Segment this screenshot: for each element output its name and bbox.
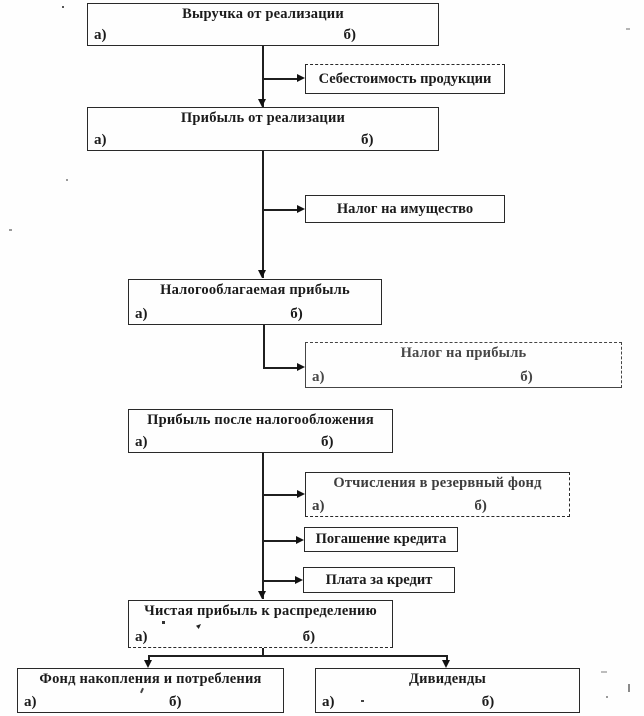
- label-b: б): [302, 629, 316, 645]
- box-title: Чистая прибыль к распределению: [144, 603, 377, 619]
- label-b: б): [320, 434, 334, 450]
- scan-speck: [62, 6, 64, 8]
- scan-speck: [626, 28, 630, 30]
- scan-speck: [606, 696, 608, 698]
- label-b: б): [290, 306, 303, 322]
- box-loan-interest-payment: Плата за кредит: [303, 567, 455, 593]
- scan-speck: [196, 624, 201, 629]
- arrowhead-right-icon: [296, 535, 304, 544]
- connector-line: [262, 46, 264, 107]
- label-a: а): [94, 132, 107, 148]
- label-a: а): [135, 629, 148, 645]
- box-title: Налог на прибыль: [400, 345, 527, 361]
- label-b: б): [343, 27, 357, 43]
- connector-line: [262, 648, 264, 656]
- scan-speck: [162, 621, 165, 624]
- connector-line: [263, 78, 298, 80]
- box-profit-after-taxation: Прибыль после налогообложения а) б): [128, 409, 393, 453]
- label-b: б): [481, 694, 495, 710]
- label-a: а): [135, 306, 148, 322]
- connector-line: [262, 453, 264, 599]
- label-a: а): [312, 498, 325, 514]
- box-dividends: Дивиденды а) б): [315, 668, 580, 713]
- box-accumulation-consumption-fund: Фонд накопления и потребления а) б): [17, 668, 284, 713]
- connector-line: [263, 209, 298, 211]
- connector-line: [264, 367, 298, 369]
- box-taxable-profit: Налогооблагаемая прибыль а) б): [128, 279, 382, 325]
- box-reserve-fund-contributions: Отчисления в резервный фонд а) б): [305, 472, 570, 517]
- connector-line: [446, 655, 448, 661]
- arrowhead-right-icon: [297, 204, 305, 213]
- box-cost-of-production: Себестоимость продукции: [305, 64, 505, 94]
- arrowhead-down-icon: [144, 660, 152, 668]
- scan-speck: [66, 179, 68, 181]
- box-title: Налогооблагаемая прибыль: [160, 282, 350, 298]
- box-title: Погашение кредита: [315, 531, 447, 547]
- scan-speck: [628, 684, 630, 692]
- box-profit-from-sales: Прибыль от реализации а) б): [87, 107, 439, 151]
- box-revenue: Выручка от реализации а) б): [87, 3, 439, 46]
- label-a: а): [24, 694, 37, 710]
- box-title: Себестоимость продукции: [318, 70, 492, 87]
- label-b: б): [169, 694, 182, 710]
- label-a: а): [135, 434, 148, 450]
- box-net-profit-for-distribution: Чистая прибыль к распределению а) б): [128, 600, 393, 648]
- arrowhead-right-icon: [297, 73, 305, 82]
- arrowhead-right-icon: [297, 362, 305, 371]
- box-title: Прибыль от реализации: [180, 110, 346, 126]
- label-b: б): [520, 369, 533, 385]
- arrowhead-down-icon: [258, 270, 266, 278]
- arrowhead-down-icon: [442, 660, 450, 668]
- label-a: а): [94, 27, 107, 43]
- box-profit-tax: Налог на прибыль а) б): [305, 342, 622, 388]
- box-title: Выручка от реализации: [182, 6, 344, 22]
- label-a: а): [322, 694, 335, 710]
- connector-line: [263, 540, 297, 542]
- arrowhead-down-icon: [258, 99, 266, 107]
- box-title: Прибыль после налогообложения: [147, 412, 374, 428]
- scan-speck: [361, 700, 364, 702]
- connector-line: [263, 325, 265, 369]
- connector-line: [263, 494, 298, 496]
- box-title: Фонд накопления и потребления: [39, 671, 262, 687]
- box-loan-repayment: Погашение кредита: [304, 527, 458, 552]
- connector-line: [148, 655, 150, 661]
- box-title: Плата за кредит: [325, 571, 433, 588]
- label-b: б): [474, 498, 487, 514]
- box-property-tax: Налог на имущество: [305, 195, 505, 223]
- box-title: Отчисления в резервный фонд: [333, 475, 542, 491]
- arrowhead-right-icon: [297, 489, 305, 498]
- scan-speck: [9, 229, 12, 231]
- label-b: б): [361, 132, 374, 148]
- connector-branch-line: [148, 655, 448, 657]
- arrowhead-right-icon: [295, 575, 303, 584]
- label-a: а): [312, 369, 325, 385]
- box-title: Дивиденды: [408, 671, 487, 687]
- connector-line: [263, 580, 296, 582]
- connector-line: [262, 151, 264, 278]
- box-title: Налог на имущество: [336, 200, 474, 217]
- arrowhead-down-icon: [258, 591, 266, 599]
- scan-speck: [601, 671, 607, 673]
